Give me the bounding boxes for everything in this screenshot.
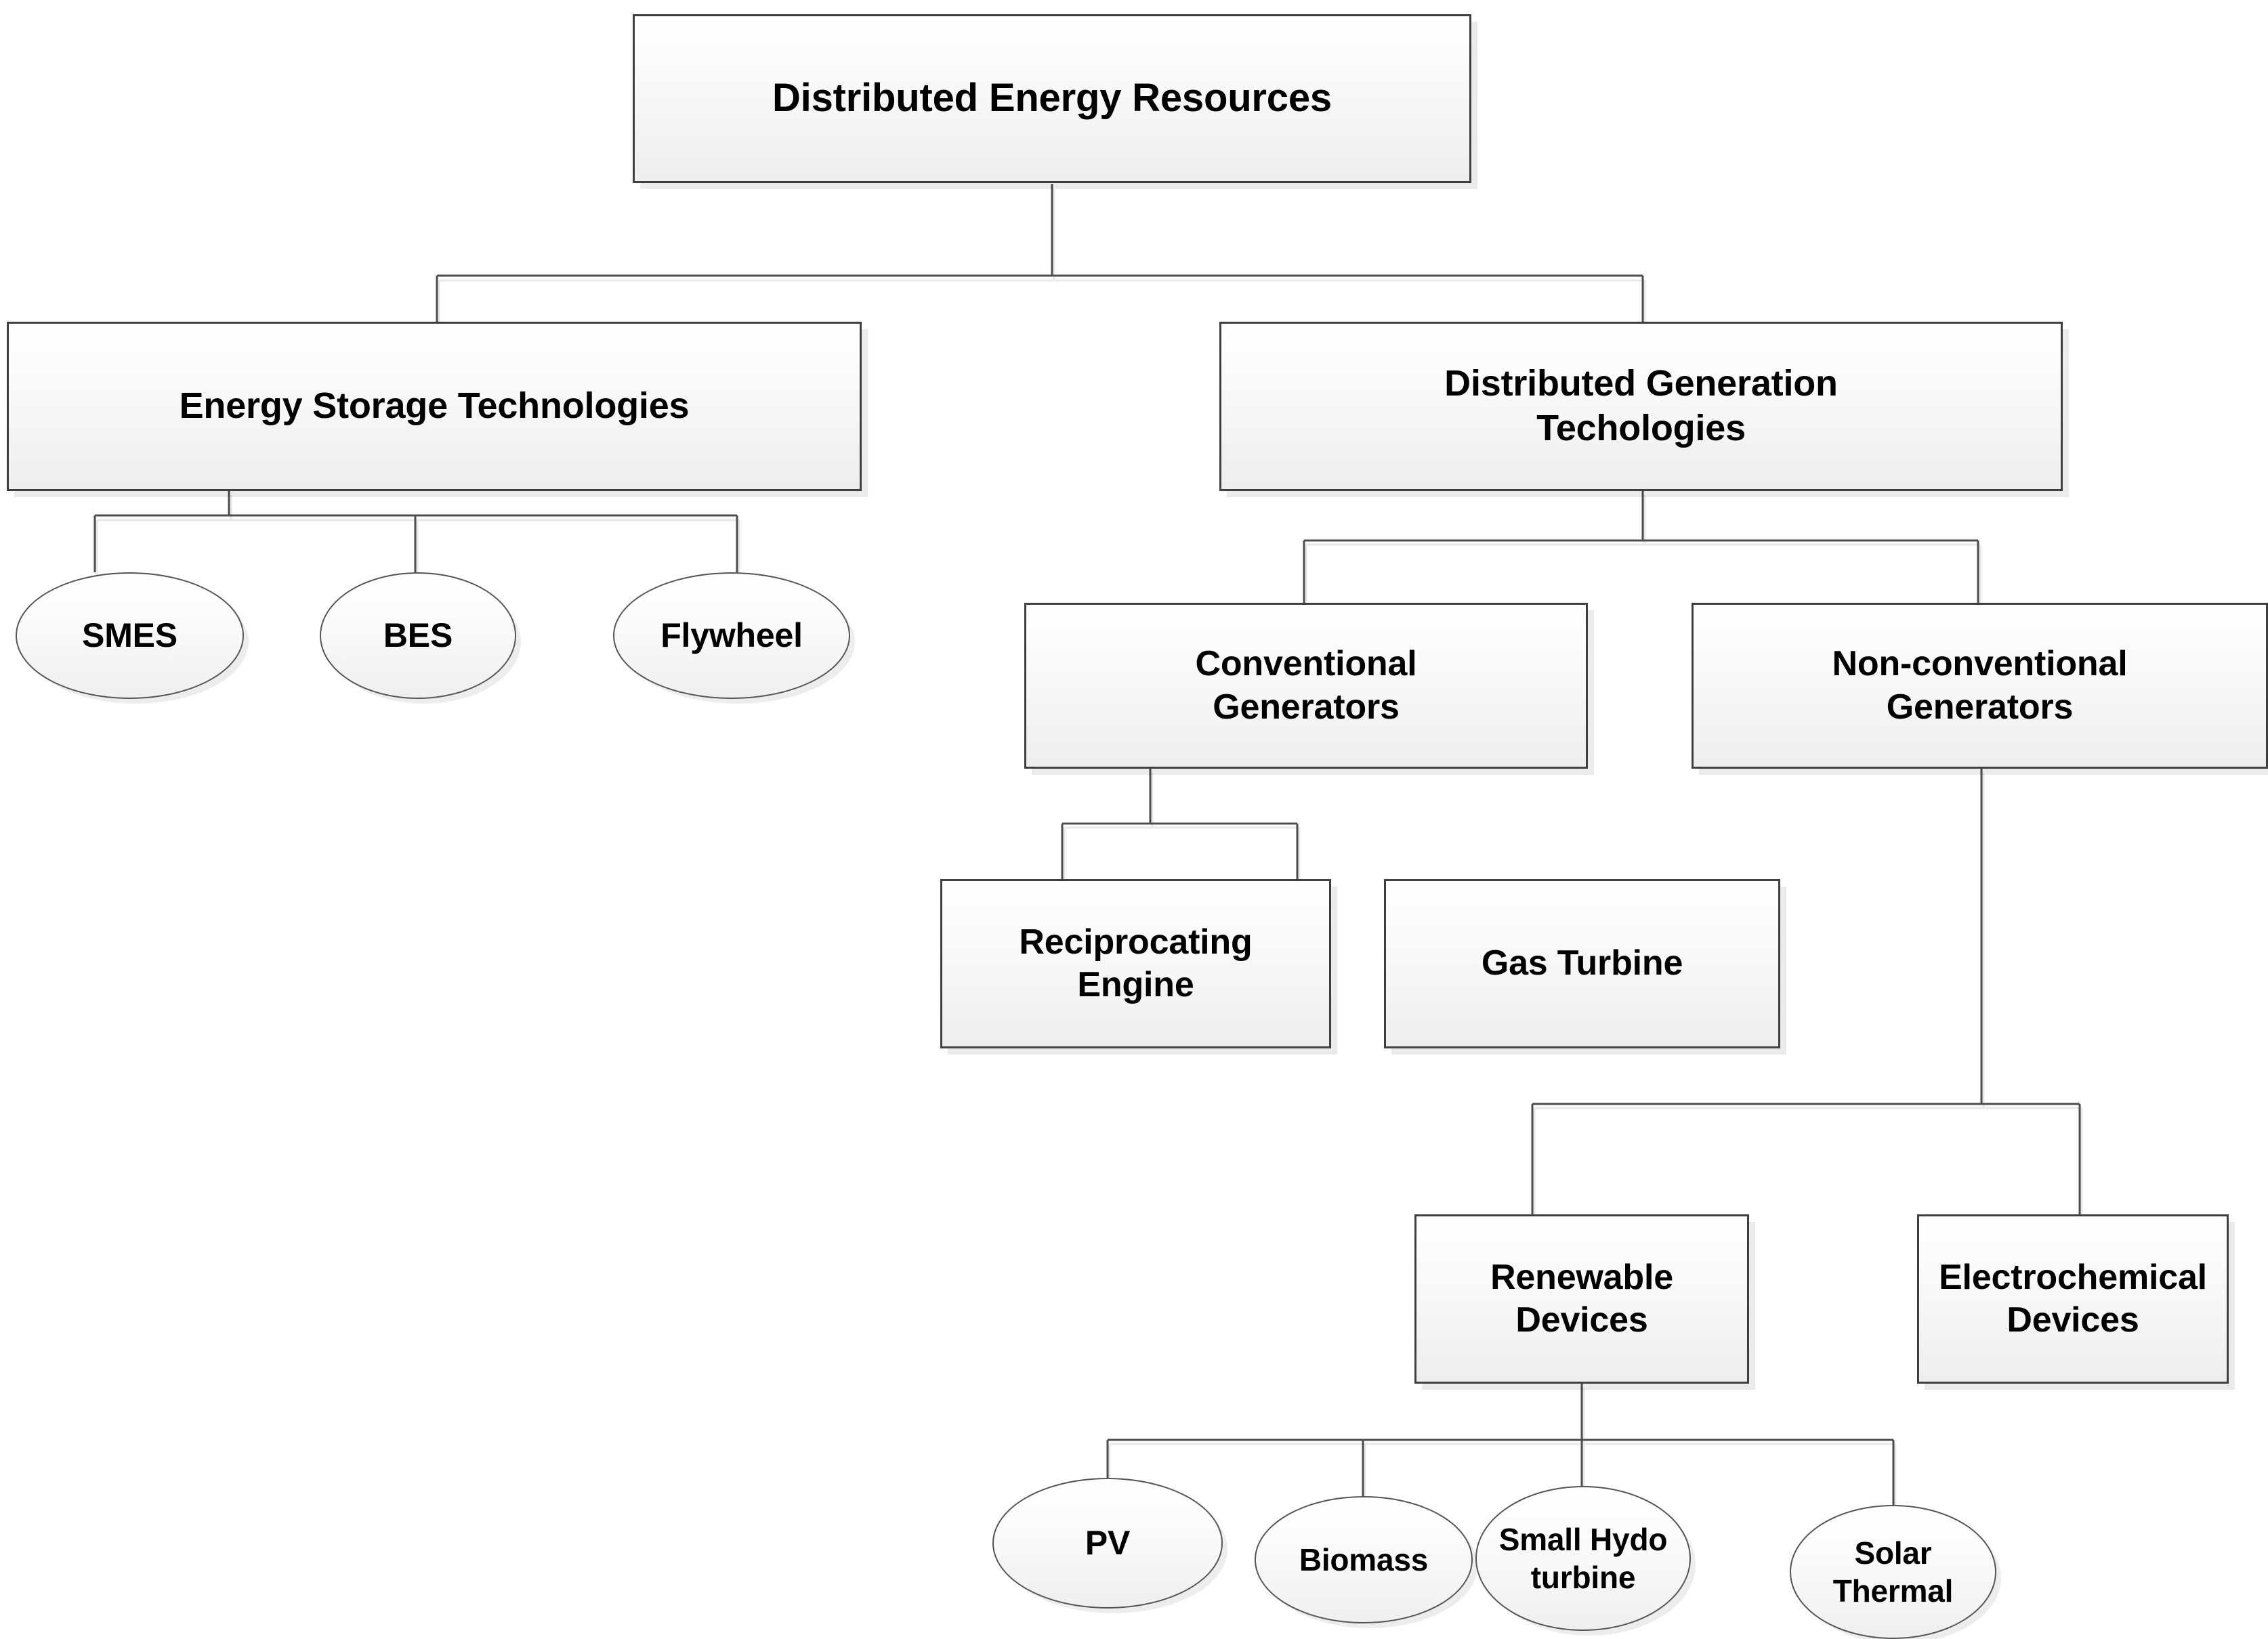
node-distributed-generation-techologies[interactable]: Distributed Generation Techologies [1219, 322, 2063, 491]
node-label: Electrochemical Devices [1939, 1257, 2207, 1340]
edge-shadow-renewable [1108, 1388, 1897, 1509]
edge-dg-to-generators [1303, 491, 1979, 603]
node-gas-turbine[interactable]: Gas Turbine [1384, 879, 1780, 1048]
edge-root-to-level1 [436, 184, 1644, 322]
node-renewable-devices[interactable]: Renewable Devices [1414, 1214, 1749, 1384]
node-label: BES [383, 616, 453, 654]
edge-renewable-to-ovals [1106, 1384, 1895, 1505]
node-electrochemical-devices[interactable]: Electrochemical Devices [1917, 1214, 2229, 1384]
node-distributed-energy-resources[interactable]: Distributed Energy Resources [633, 14, 1471, 183]
node-label: Small Hydo turbine [1498, 1521, 1668, 1595]
node-non-conventional-generators[interactable]: Non-conventional Generators [1692, 603, 2268, 769]
node-label: SMES [82, 616, 177, 654]
node-label: Distributed Generation Techologies [1444, 363, 1838, 448]
node-flywheel[interactable]: Flywheel [613, 572, 850, 699]
node-label: Renewable Devices [1490, 1257, 1673, 1340]
node-pv[interactable]: PV [992, 1478, 1223, 1609]
node-label: Distributed Energy Resources [772, 76, 1332, 121]
node-conventional-generators[interactable]: Conventional Generators [1024, 603, 1588, 769]
node-label: Non-conventional Generators [1832, 644, 2128, 727]
edge-conventional-to-children [1061, 769, 1299, 879]
node-label: Solar Thermal [1832, 1535, 1954, 1609]
edge-shadow-root [438, 189, 1646, 326]
node-bes[interactable]: BES [320, 572, 516, 699]
edge-shadow-conventional [1063, 773, 1301, 883]
node-label: Energy Storage Technologies [179, 385, 690, 427]
edge-shadow-dg [1305, 495, 1981, 607]
node-label: Conventional Generators [1195, 644, 1417, 727]
node-biomass[interactable]: Biomass [1255, 1496, 1473, 1623]
node-solar-thermal[interactable]: Solar Thermal [1790, 1505, 1996, 1639]
node-label: Biomass [1299, 1541, 1429, 1577]
edge-storage-to-ovals [93, 491, 738, 572]
node-label: Reciprocating Engine [1019, 922, 1253, 1004]
node-label: Flywheel [660, 616, 803, 654]
node-small-hydo-turbine[interactable]: Small Hydo turbine [1475, 1486, 1691, 1631]
edge-shadow-storage [96, 495, 740, 576]
node-reciprocating-engine[interactable]: Reciprocating Engine [940, 879, 1331, 1048]
node-label: PV [1085, 1524, 1131, 1562]
node-smes[interactable]: SMES [16, 572, 244, 699]
node-energy-storage-technologies[interactable]: Energy Storage Technologies [7, 322, 862, 491]
node-label: Gas Turbine [1481, 943, 1683, 983]
